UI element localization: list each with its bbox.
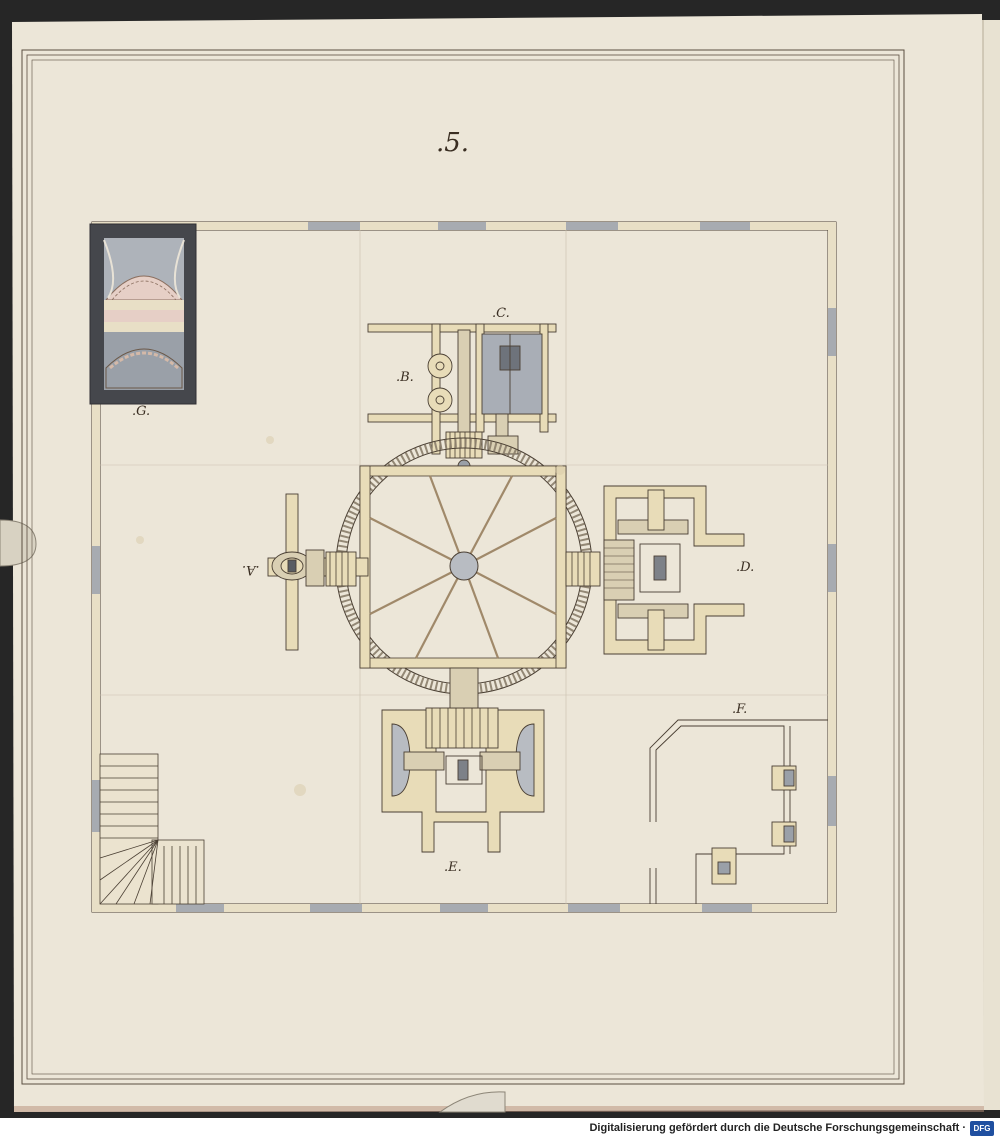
label-g: .G. [132,404,151,419]
label-b: .B. [396,370,414,385]
label-c: .C. [492,306,510,321]
mechanism-d [565,485,745,655]
plate-number: .5. [436,128,470,158]
label-e: .E. [444,860,462,875]
page-tab-bottom [438,1091,506,1113]
label-f: .F. [732,702,748,717]
footer-credit: Digitalisierung gefördert durch die Deut… [589,1122,966,1134]
staircase [99,753,205,905]
building-walls [91,221,837,913]
border-frame [21,49,905,1085]
room-f [649,719,828,904]
mechanism-e [381,667,545,853]
label-a: .A. [242,562,260,577]
footer-bar: Digitalisierung gefördert durch die Deut… [0,1118,1000,1140]
mechanism-a [267,493,369,651]
page-edge [984,20,1000,1110]
room-g-arched-chamber [89,223,197,405]
dfg-logo: DFG [970,1121,994,1136]
paper-sheet [12,14,984,1112]
label-d: .D. [736,560,755,575]
